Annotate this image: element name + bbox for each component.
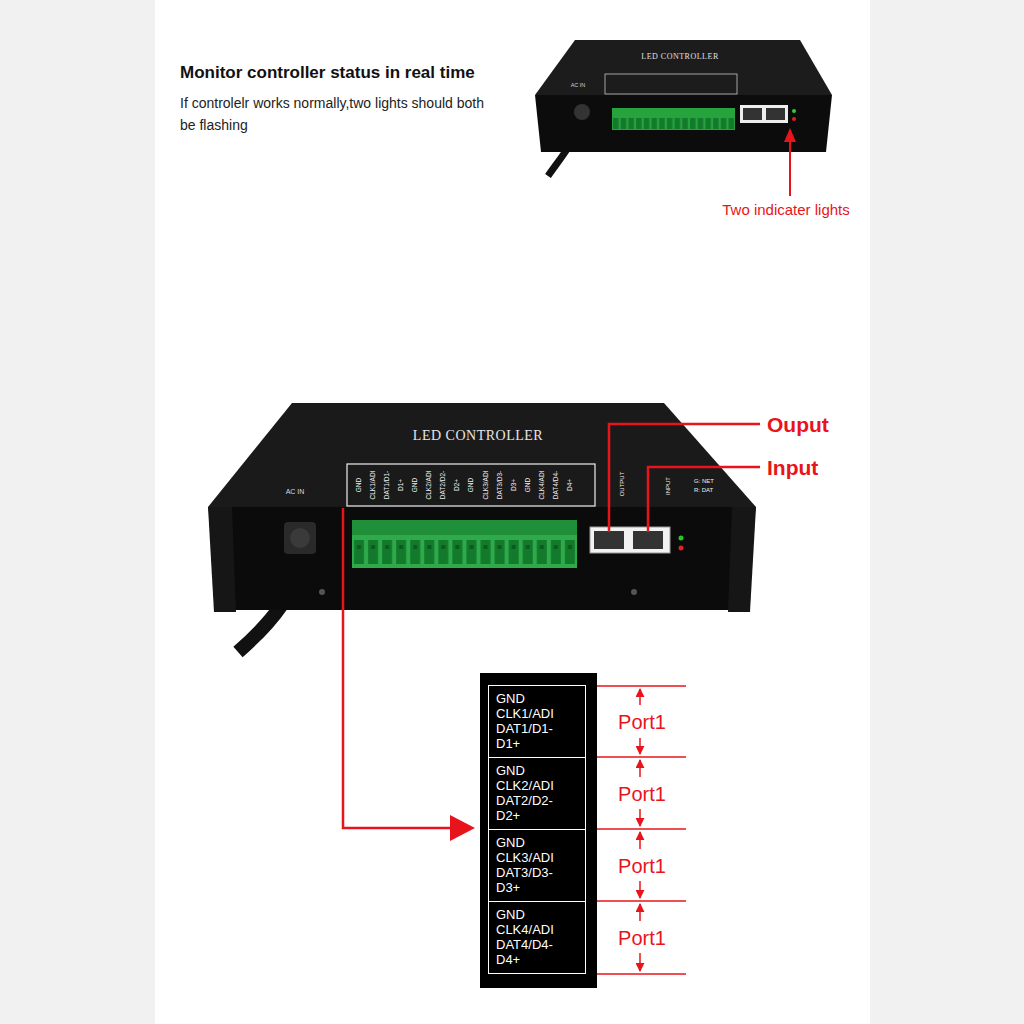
terminal-screws [612,108,735,130]
housing-front [535,95,832,152]
small-controller [535,40,832,196]
callout-label: Input [767,457,818,478]
pin-table [480,673,597,988]
cable-gland [290,528,310,548]
cable-gland [574,104,590,120]
port-label: Port1 [618,856,666,876]
pin-name: DAT1/D1- [384,471,391,499]
label-area [347,464,595,506]
page-panel [155,0,870,1024]
pin-name: GND [468,478,475,492]
heading: Monitor controller status in real time [180,64,475,81]
pin-name: D1+ [398,479,405,491]
pin-name: DAT3/D3- [496,471,503,499]
pin-list: GND CLK2/ADI DAT2/D2- D2+ [496,763,560,823]
pin-group-box: GND CLK3/ADI DAT3/D3- D3+ [488,829,586,902]
port-label: INPUT [665,477,671,495]
rj45-jack [766,108,785,120]
port-bracket [597,686,686,974]
callout-label: Two indicater lights [722,202,850,217]
pin-list: GND CLK1/ADI DAT1/D1- D1+ [496,691,560,751]
arrow-head [784,128,796,142]
pin-group-box: GND CLK1/ADI DAT1/D1- D1+ [488,685,586,758]
pin-name: CLK1/ADI [370,471,377,500]
side-flange [208,507,236,612]
led-label: G: NET [694,478,714,484]
note: If controlelr works normally,two lights … [180,92,500,136]
terminal-block [612,108,735,130]
pin-group-box: GND CLK2/ADI DAT2/D2- D2+ [488,757,586,830]
pin-name: D3+ [510,479,517,491]
side-flange [728,507,756,612]
callout-line [648,467,760,532]
pin-list: GND CLK4/ADI DAT4/D4- D4+ [496,907,560,967]
terminal-block [352,520,577,568]
indicator-light [679,546,684,551]
indicator-light [792,117,796,121]
mount-hole [631,589,637,595]
pin-name: CLK3/ADI [482,471,489,500]
pin-name: D4+ [567,479,574,491]
pin-name: CLK2/ADI [426,471,433,500]
rj45-jack [743,108,762,120]
housing-front [208,507,756,610]
pin-list: GND CLK3/ADI DAT3/D3- D3+ [496,835,560,895]
port-label: OUTPUT [619,472,625,497]
rj45-ports [740,105,788,123]
rj45-jack [633,531,663,549]
arrow-head [450,815,475,841]
led-label: R: DAT [694,487,713,493]
port-label: AC IN [571,83,586,89]
pin-name: DAT2/D2- [440,471,447,499]
callout-label: Ouput [767,414,829,435]
label-area [605,74,737,94]
rj45-ports [590,527,670,553]
pin-name: DAT4/D4- [553,471,560,499]
indicator-light [679,536,684,541]
cable-gland [284,522,316,554]
pin-name: CLK4/ADI [539,471,546,500]
mount-hole [319,589,325,595]
rj45-jack [594,531,624,549]
indicator-light [792,109,796,113]
pin-name: D2+ [454,479,461,491]
pin-name: GND [524,478,531,492]
device-label: LED CONTROLLER [413,429,543,443]
terminal-screws [352,520,577,568]
housing-top [208,403,756,507]
leader-arrow [789,142,791,196]
port-label: AC IN [286,488,305,495]
callout-line [343,508,452,828]
callout-line [609,424,760,532]
housing-top [535,40,832,95]
port-label: Port1 [618,712,666,732]
pin-group-box: GND CLK4/ADI DAT4/D4- D4+ [488,901,586,974]
pin-name: GND [412,478,419,492]
port-label: Port1 [618,928,666,948]
pin-name: GND [356,478,363,492]
port-label: Port1 [618,784,666,804]
device-label: LED CONTROLLER [641,53,718,61]
